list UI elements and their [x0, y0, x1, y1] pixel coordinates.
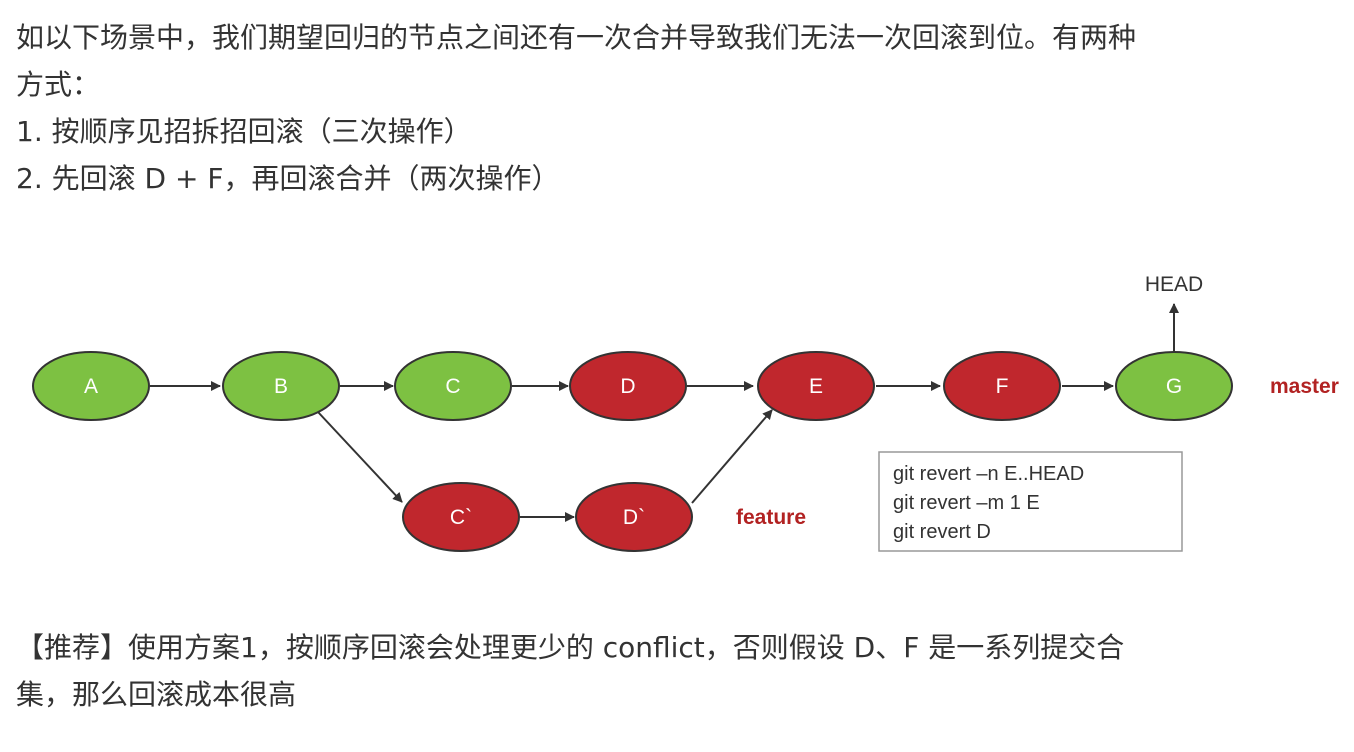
intro-line-2: 方式：	[16, 68, 101, 101]
node-b-label: B	[274, 375, 288, 398]
node-c-prime-label: C`	[450, 506, 472, 529]
node-f-shape	[943, 351, 1061, 421]
node-a: A	[32, 351, 150, 421]
git-graph-diagram: A B C D E F G C` D` master feature HEAD …	[32, 273, 1339, 552]
command-line-3: git revert D	[893, 521, 991, 543]
intro-line-1: 如以下场景中，我们期望回归的节点之间还有一次合并导致我们无法一次回滚到位。有两种	[16, 21, 1137, 54]
node-d-shape	[569, 351, 687, 421]
edges	[150, 303, 1179, 522]
command-line-1: git revert –n E..HEAD	[893, 463, 1084, 485]
node-f: F	[943, 351, 1061, 421]
node-g-label: G	[1166, 375, 1182, 398]
node-c: C	[394, 351, 512, 421]
node-c-prime: C`	[402, 482, 520, 552]
feature-branch-label: feature	[736, 506, 806, 529]
node-e: E	[757, 351, 875, 421]
node-e-shape	[757, 351, 875, 421]
node-d-label: D	[620, 375, 635, 398]
head-label: HEAD	[1145, 273, 1203, 296]
node-d: D	[569, 351, 687, 421]
node-e-label: E	[809, 375, 823, 398]
node-b: B	[222, 351, 340, 421]
node-c-label: C	[445, 375, 460, 398]
node-g-shape	[1115, 351, 1233, 421]
node-g: G	[1115, 351, 1233, 421]
edge-d-prime-e	[691, 409, 773, 504]
command-box: git revert –n E..HEAD git revert –m 1 E …	[878, 451, 1183, 552]
command-box-frame	[878, 451, 1183, 552]
option-2-line: 2. 先回滚 D + F，再回滚合并（两次操作）	[16, 162, 560, 195]
recommendation-paragraph: 【推荐】使用方案1，按顺序回滚会处理更少的 conflict，否则假设 D、F …	[16, 624, 1124, 718]
node-c-prime-shape	[402, 482, 520, 552]
node-c-shape	[394, 351, 512, 421]
node-a-shape	[32, 351, 150, 421]
command-line-2: git revert –m 1 E	[893, 492, 1040, 514]
master-branch-label: master	[1270, 375, 1339, 398]
node-b-shape	[222, 351, 340, 421]
edge-b-c-prime	[317, 411, 403, 503]
node-d-prime: D`	[575, 482, 693, 552]
intro-paragraph: 如以下场景中，我们期望回归的节点之间还有一次合并导致我们无法一次回滚到位。有两种…	[16, 14, 1346, 202]
node-a-label: A	[84, 375, 98, 398]
recommendation-line-1: 【推荐】使用方案1，按顺序回滚会处理更少的 conflict，否则假设 D、F …	[16, 631, 1125, 664]
node-d-prime-label: D`	[623, 506, 645, 529]
option-1-line: 1. 按顺序见招拆招回滚（三次操作）	[16, 115, 472, 148]
node-d-prime-shape	[575, 482, 693, 552]
recommendation-line-2: 集，那么回滚成本很高	[16, 678, 297, 711]
node-f-label: F	[996, 375, 1009, 398]
